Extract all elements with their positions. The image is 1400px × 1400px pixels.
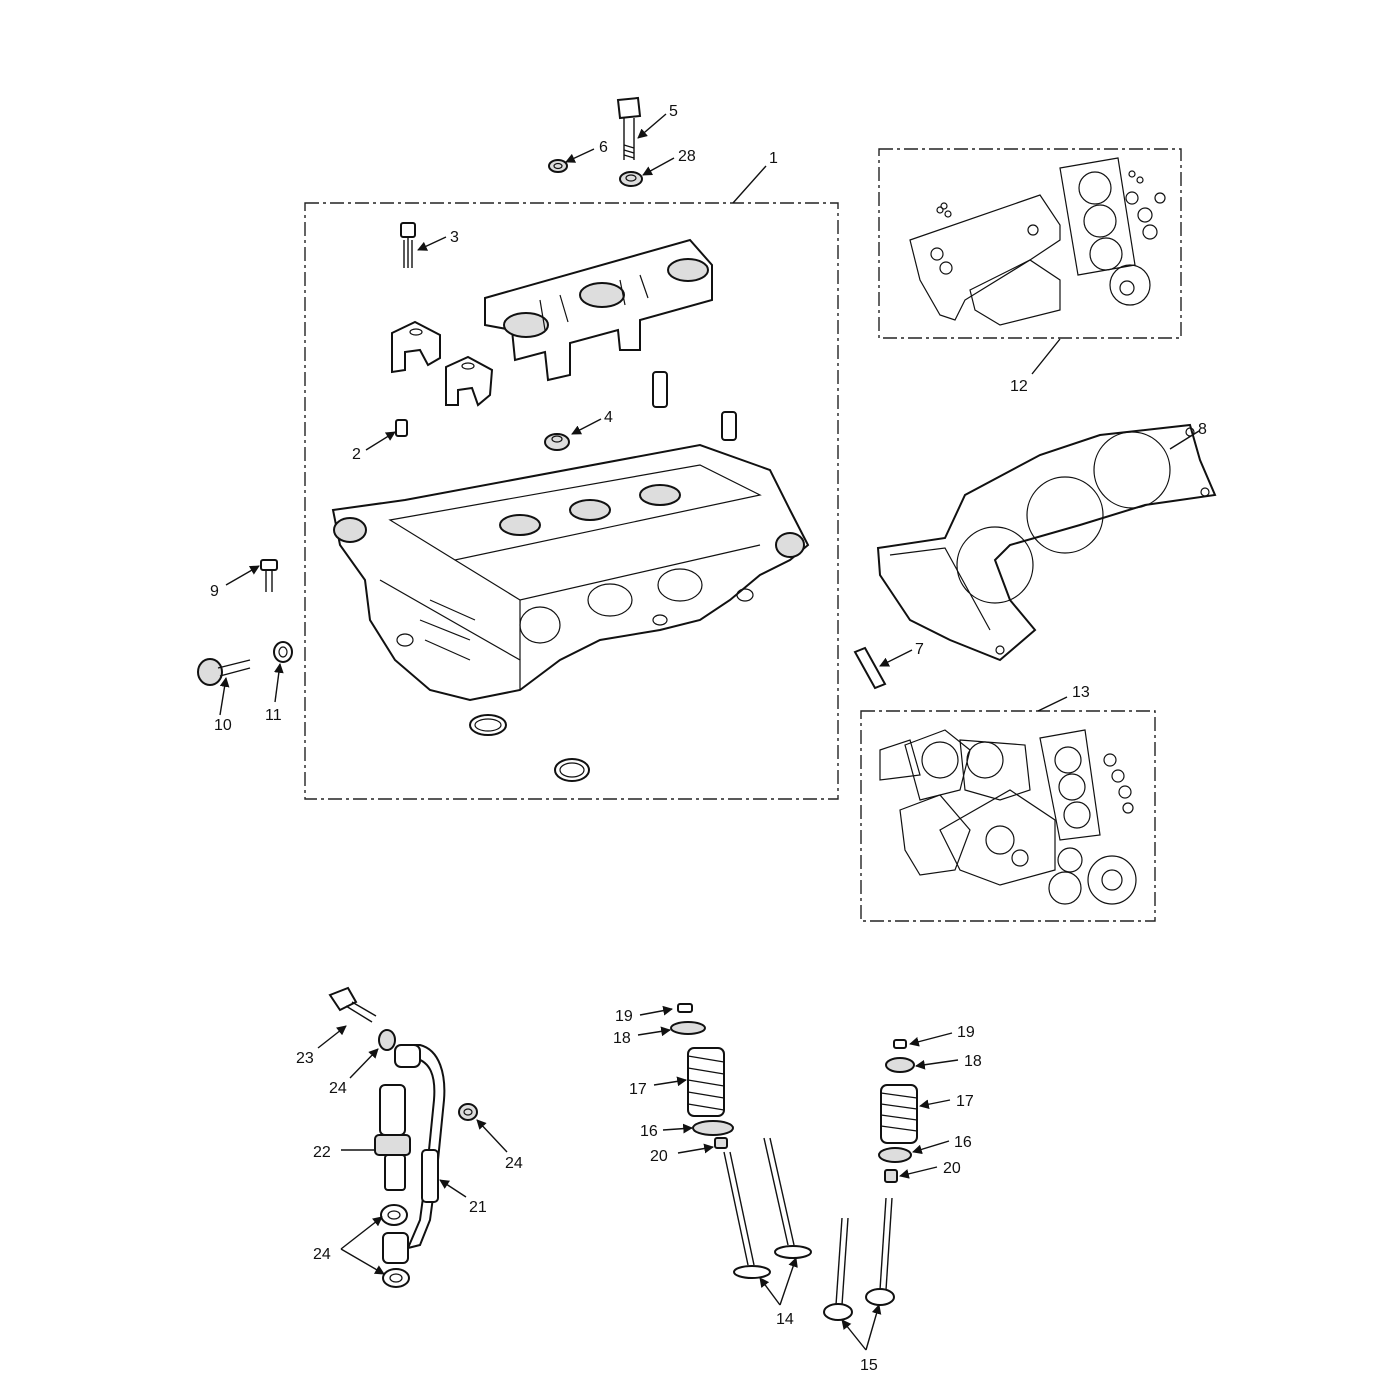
spring-retainer-18-right bbox=[885, 1057, 915, 1073]
callout-2: 2 bbox=[352, 446, 361, 463]
callout-17-left: 17 bbox=[629, 1081, 647, 1098]
washers-24-bottom bbox=[380, 1204, 410, 1288]
bolt-10 bbox=[197, 658, 251, 686]
gasket-set-13 bbox=[860, 710, 1156, 922]
gasket-set-12 bbox=[878, 148, 1182, 339]
spring-seat-16-right bbox=[878, 1147, 912, 1163]
washer-6 bbox=[548, 159, 568, 173]
bearing-cap-left bbox=[391, 320, 441, 374]
callout-14: 14 bbox=[776, 1311, 794, 1328]
o-ring-lower bbox=[554, 758, 590, 782]
bolt-3 bbox=[400, 222, 416, 268]
seal-4 bbox=[544, 433, 570, 451]
callout-6: 6 bbox=[599, 139, 608, 156]
callout-4: 4 bbox=[604, 409, 613, 426]
callout-16-right: 16 bbox=[954, 1134, 972, 1151]
callout-21: 21 bbox=[469, 1199, 487, 1216]
collet-19-right bbox=[893, 1039, 907, 1049]
callout-24-right: 24 bbox=[505, 1155, 523, 1172]
callout-28: 28 bbox=[678, 148, 696, 165]
callout-9: 9 bbox=[210, 583, 219, 600]
callout-19-right: 19 bbox=[957, 1024, 975, 1041]
washer-24-right bbox=[458, 1103, 478, 1121]
callout-18-left: 18 bbox=[613, 1030, 631, 1047]
callout-24-bottom: 24 bbox=[313, 1246, 331, 1263]
oil-pipe-21 bbox=[394, 1044, 446, 1250]
callout-20-right: 20 bbox=[943, 1160, 961, 1177]
valves-15 bbox=[823, 1197, 895, 1321]
valve-spring-17-right bbox=[880, 1084, 918, 1144]
bolt-5 bbox=[616, 96, 642, 160]
union-22 bbox=[374, 1084, 411, 1191]
callout-18-right: 18 bbox=[964, 1053, 982, 1070]
bearing-cap-right bbox=[445, 355, 494, 407]
head-gasket-8 bbox=[876, 423, 1217, 662]
callout-23: 23 bbox=[296, 1050, 314, 1067]
callout-16-left: 16 bbox=[640, 1123, 658, 1140]
callout-7: 7 bbox=[915, 641, 924, 658]
callout-10: 10 bbox=[214, 717, 232, 734]
collet-19-left bbox=[677, 1003, 693, 1013]
dowel-7 bbox=[853, 646, 887, 690]
cylinder-head-assembly-box bbox=[304, 202, 839, 800]
callout-24-top: 24 bbox=[329, 1080, 347, 1097]
valves-14 bbox=[723, 1137, 812, 1279]
callout-1: 1 bbox=[769, 150, 778, 167]
spring-seat-16-left bbox=[692, 1120, 734, 1136]
callout-15: 15 bbox=[860, 1357, 878, 1374]
callout-labels: 1 2 3 4 5 6 28 7 8 9 10 11 12 13 14 15 1… bbox=[210, 103, 1207, 1374]
callout-8: 8 bbox=[1198, 421, 1207, 438]
leader-lines bbox=[219, 113, 1200, 1351]
o-ring-upper bbox=[469, 714, 507, 736]
valve-guide bbox=[652, 371, 737, 441]
cylinder-head bbox=[331, 443, 810, 702]
dowel-2 bbox=[395, 419, 408, 437]
stem-seal-20-right bbox=[884, 1169, 898, 1183]
callout-11: 11 bbox=[265, 707, 282, 724]
valve-spring-17-left bbox=[687, 1047, 725, 1117]
callout-13: 13 bbox=[1072, 684, 1090, 701]
camshaft-ladder bbox=[484, 238, 713, 382]
callout-22: 22 bbox=[313, 1144, 331, 1161]
oil-feed-bolt-23 bbox=[328, 986, 377, 1023]
spring-retainer-18-left bbox=[670, 1021, 706, 1035]
callout-5: 5 bbox=[669, 103, 678, 120]
callout-3: 3 bbox=[450, 229, 459, 246]
callout-20-left: 20 bbox=[650, 1148, 668, 1165]
callout-19-left: 19 bbox=[615, 1008, 633, 1025]
callout-12: 12 bbox=[1010, 378, 1028, 395]
bolt-9 bbox=[260, 559, 278, 592]
washer-24-top bbox=[378, 1029, 396, 1051]
callout-17-right: 17 bbox=[956, 1093, 974, 1110]
washer-28 bbox=[619, 171, 643, 187]
washer-11 bbox=[273, 641, 293, 663]
stem-seal-20-left bbox=[714, 1137, 728, 1149]
